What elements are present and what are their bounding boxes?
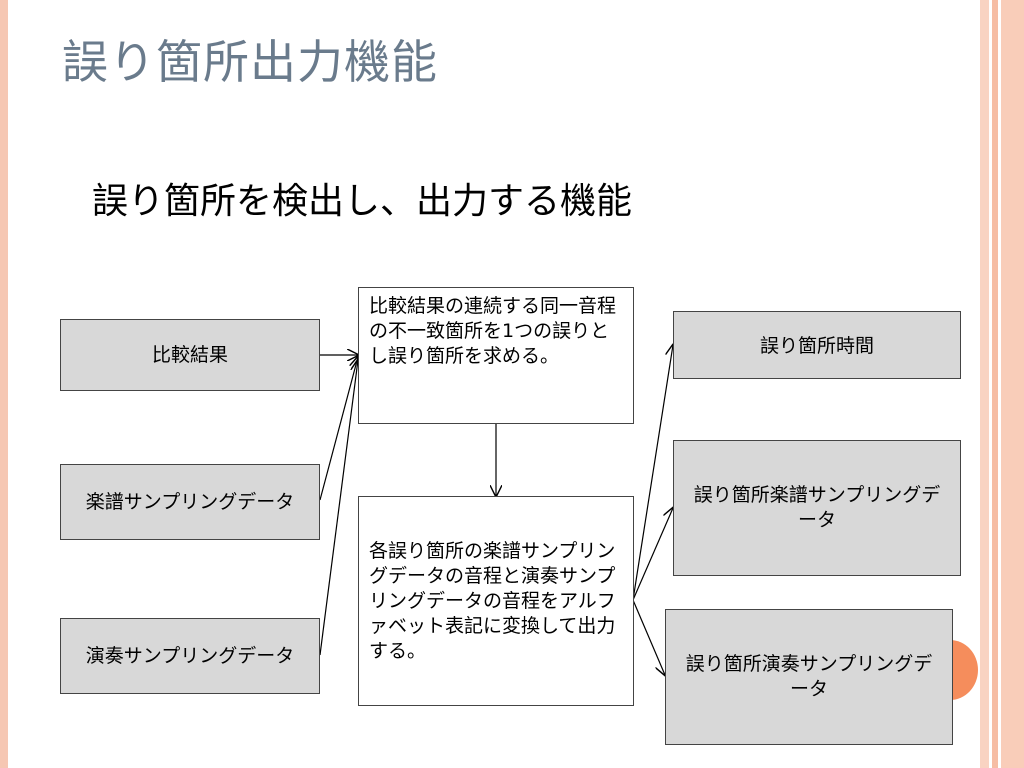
process-detect-step-text: 比較結果の連続する同一音程の不一致箇所を1つの誤りとし誤り箇所を求める。: [369, 295, 617, 367]
right-decorative-band-line: [992, 0, 998, 768]
input-performance-sampling: 演奏サンプリングデータ: [60, 618, 320, 694]
output-error-performance-sampling: 誤り箇所演奏サンプリングデータ: [665, 609, 953, 745]
arrow-score-to-detect: [319, 357, 358, 501]
output-error-time: 誤り箇所時間: [673, 311, 961, 379]
arrow-performance-to-detect: [319, 360, 358, 656]
output-error-time-label: 誤り箇所時間: [759, 335, 874, 357]
right-decorative-band: [980, 0, 989, 768]
slide-title: 誤り箇所出力機能: [62, 35, 438, 89]
input-score-sampling-label: 楽譜サンプリングデータ: [85, 490, 295, 513]
right-decorative-band-gap: [998, 0, 1001, 768]
output-error-performance-sampling-label: 誤り箇所演奏サンプリングデータ: [685, 653, 933, 700]
process-detect-step: 比較結果の連続する同一音程の不一致箇所を1つの誤りとし誤り箇所を求める。: [358, 287, 634, 424]
input-comparison-result: 比較結果: [60, 319, 320, 391]
right-decorative-band-gap: [989, 0, 992, 768]
input-score-sampling: 楽譜サンプリングデータ: [60, 464, 320, 540]
input-comparison-result-label: 比較結果: [151, 343, 228, 366]
output-error-score-sampling: 誤り箇所楽譜サンプリングデータ: [673, 440, 961, 576]
output-error-score-sampling-label: 誤り箇所楽譜サンプリングデータ: [693, 484, 941, 531]
input-performance-sampling-label: 演奏サンプリングデータ: [85, 644, 295, 667]
process-convert-step-text: 各誤り箇所の楽譜サンプリングデータの音程と演奏サンプリングデータの音程をアルファ…: [369, 539, 616, 662]
process-convert-step: 各誤り箇所の楽譜サンプリングデータの音程と演奏サンプリングデータの音程をアルファ…: [358, 496, 634, 706]
left-decorative-stripe: [0, 0, 8, 768]
arrow-convert-to-score-output: [632, 508, 673, 601]
right-decorative-band-outer: [1001, 0, 1024, 768]
slide-subtitle: 誤り箇所を検出し、出力する機能: [92, 181, 633, 222]
arrow-convert-to-time: [632, 345, 673, 601]
arrow-convert-to-performance-output: [632, 599, 665, 675]
